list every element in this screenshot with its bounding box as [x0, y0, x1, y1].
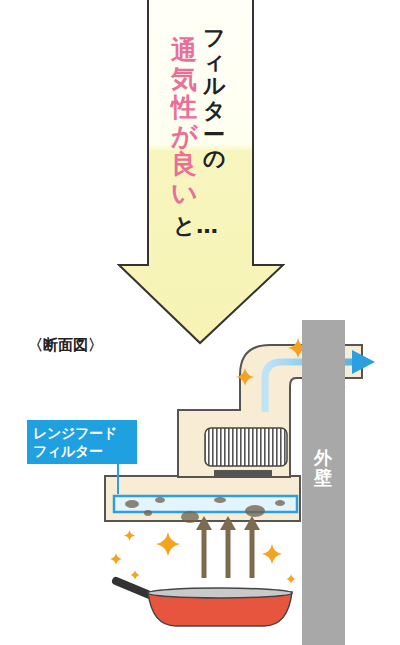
- filter: [114, 496, 297, 512]
- big-arrow: フィルターの通気性が良いと…: [117, 0, 285, 345]
- node-text: 通気性が良い: [171, 36, 197, 208]
- node-text: 外壁: [314, 448, 332, 488]
- leader-line: [117, 463, 119, 494]
- node-text: レンジフード フィルター: [33, 424, 131, 460]
- filter-label-box: レンジフード フィルター: [27, 420, 137, 464]
- steam-arrows: [196, 516, 260, 578]
- node-text: と…: [173, 214, 195, 238]
- fan-housing: [178, 410, 290, 477]
- arrow-shape: [117, 0, 285, 345]
- node-text: フィルターの: [203, 26, 225, 171]
- air-flow-head: [352, 350, 375, 374]
- view-label: 〈断面図〉: [28, 336, 103, 355]
- hood-body: [105, 476, 300, 521]
- fan-base: [214, 470, 272, 476]
- fan: [205, 428, 287, 466]
- frying-pan: [116, 581, 292, 626]
- outer-wall: 外壁: [302, 320, 345, 645]
